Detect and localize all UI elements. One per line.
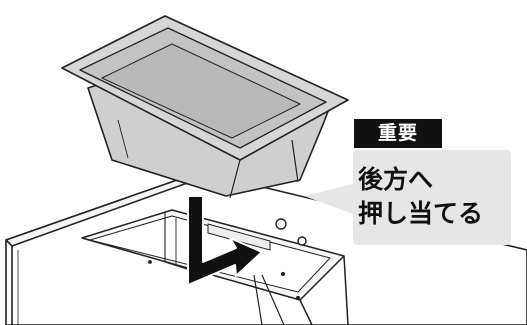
pointer-lines [253,274,285,325]
callout-text-line1: 後方へ [358,165,434,194]
tray [61,15,349,199]
countertop-opening [81,209,349,325]
push-arrow [187,195,263,286]
importance-badge: 重要 [354,119,442,148]
screw-holes [148,218,307,301]
callout-shape [304,150,511,245]
callout-text-line2: 押し当てる [358,199,484,228]
